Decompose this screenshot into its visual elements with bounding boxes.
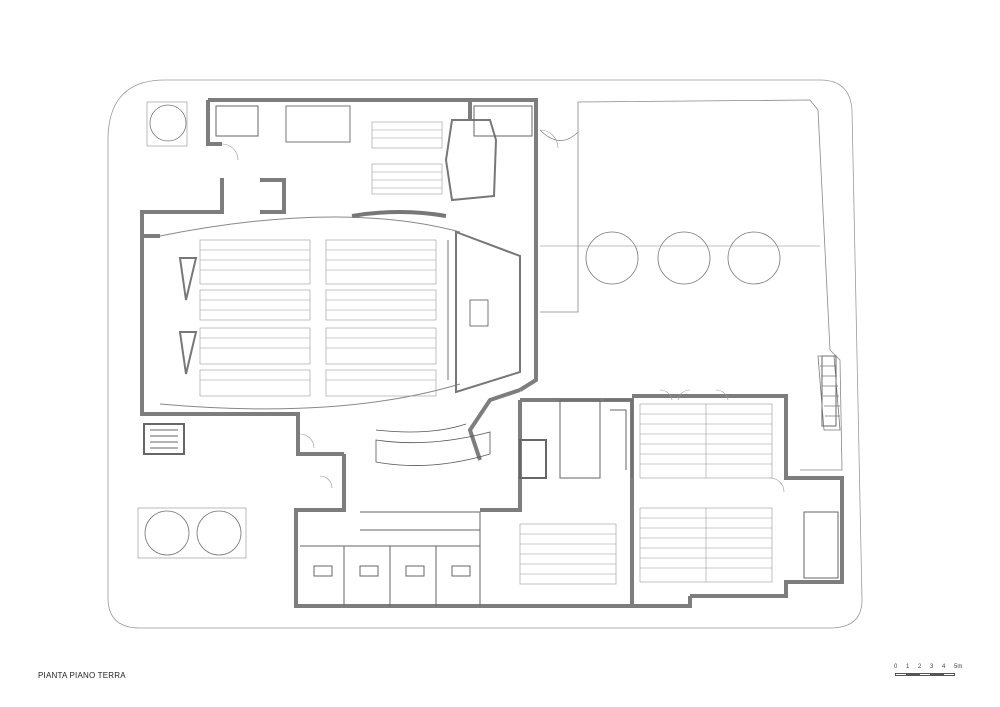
scale-segment (907, 673, 919, 676)
drawing-title: PIANTA PIANO TERRA (38, 671, 126, 680)
scale-segment (895, 673, 907, 676)
scale-label-1: 1 (906, 664, 910, 670)
walls (140, 98, 844, 608)
scale-segment (931, 673, 943, 676)
offices (300, 511, 481, 606)
scale-label-5: 5m (954, 664, 963, 670)
scale-segment (919, 673, 931, 676)
service-rooms (143, 105, 839, 579)
seating-classrooms (519, 403, 773, 585)
seating-foyer (285, 105, 443, 195)
courtyard (539, 99, 843, 471)
auditorium (159, 119, 521, 466)
site-circles (137, 101, 781, 559)
seating-auditorium (199, 239, 437, 397)
scale-label-2: 2 (918, 664, 922, 670)
east-stairs (817, 355, 841, 431)
scale-label-0: 0 (894, 664, 898, 670)
door-swings (221, 129, 785, 493)
scale-bar: 0 1 2 3 4 5m (894, 664, 966, 684)
scale-segment (943, 673, 955, 676)
site-boundary (107, 79, 863, 629)
scale-label-4: 4 (942, 664, 946, 670)
scale-label-3: 3 (930, 664, 934, 670)
